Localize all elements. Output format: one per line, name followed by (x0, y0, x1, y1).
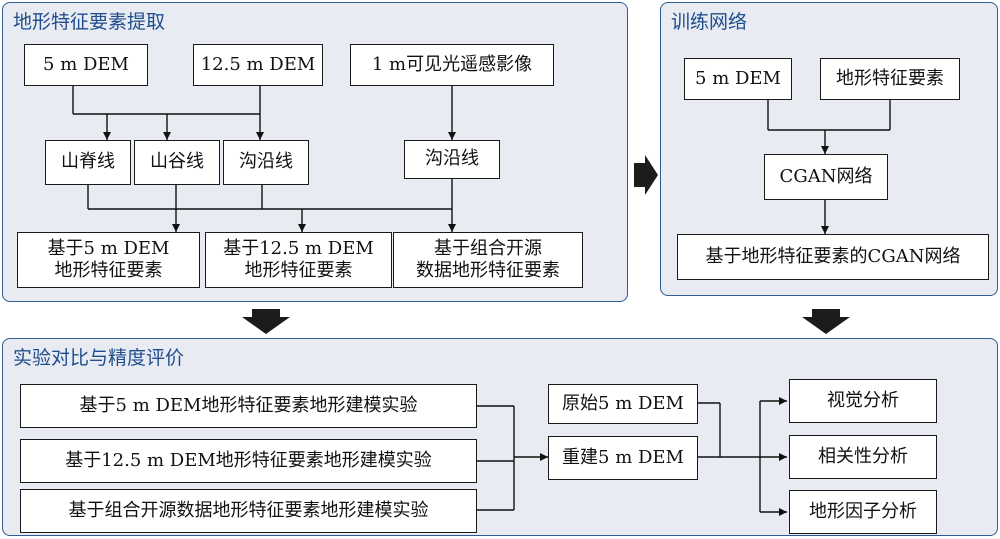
feature-box-valley-line: 山谷线 (134, 140, 220, 185)
flow-arrow-right-icon (634, 155, 658, 195)
feature-box-ridge-line: 山脊线 (45, 140, 131, 185)
input-box-12-5m-dem: 12.5 m DEM (193, 44, 323, 86)
panel-title-eval: 实验对比与精度评价 (13, 347, 185, 369)
output-box-combined-features: 基于组合开源数据地形特征要素 (393, 232, 583, 288)
analysis-box-visual: 视觉分析 (789, 379, 937, 423)
flow-arrow-down-icon (802, 309, 850, 334)
experiment-box-combined: 基于组合开源数据地形特征要素地形建模实验 (20, 489, 477, 533)
original-dem-box: 原始5 m DEM (548, 384, 698, 424)
reconstructed-dem-box: 重建5 m DEM (548, 436, 698, 480)
cgan-network-box: CGAN网络 (764, 154, 888, 200)
panel-title-train: 训练网络 (671, 11, 748, 33)
train-input-terrain-features: 地形特征要素 (820, 58, 960, 100)
panel-title-extraction: 地形特征要素提取 (13, 11, 166, 33)
feature-box-gully-edge-line: 沟沿线 (223, 140, 309, 185)
flow-arrow-down-icon (242, 309, 290, 334)
analysis-box-terrain-factor: 地形因子分析 (789, 490, 937, 534)
experiment-box-5m: 基于5 m DEM地形特征要素地形建模实验 (20, 384, 477, 428)
train-input-5m-dem: 5 m DEM (684, 58, 792, 100)
input-box-remote-sensing-image: 1 m可见光遥感影像 (350, 44, 554, 86)
analysis-box-correlation: 相关性分析 (789, 435, 937, 479)
experiment-box-12-5m: 基于12.5 m DEM地形特征要素地形建模实验 (20, 439, 477, 483)
input-box-5m-dem: 5 m DEM (24, 44, 148, 86)
feature-box-gully-edge-line-rs: 沟沿线 (404, 140, 500, 179)
trained-cgan-box: 基于地形特征要素的CGAN网络 (677, 234, 989, 280)
